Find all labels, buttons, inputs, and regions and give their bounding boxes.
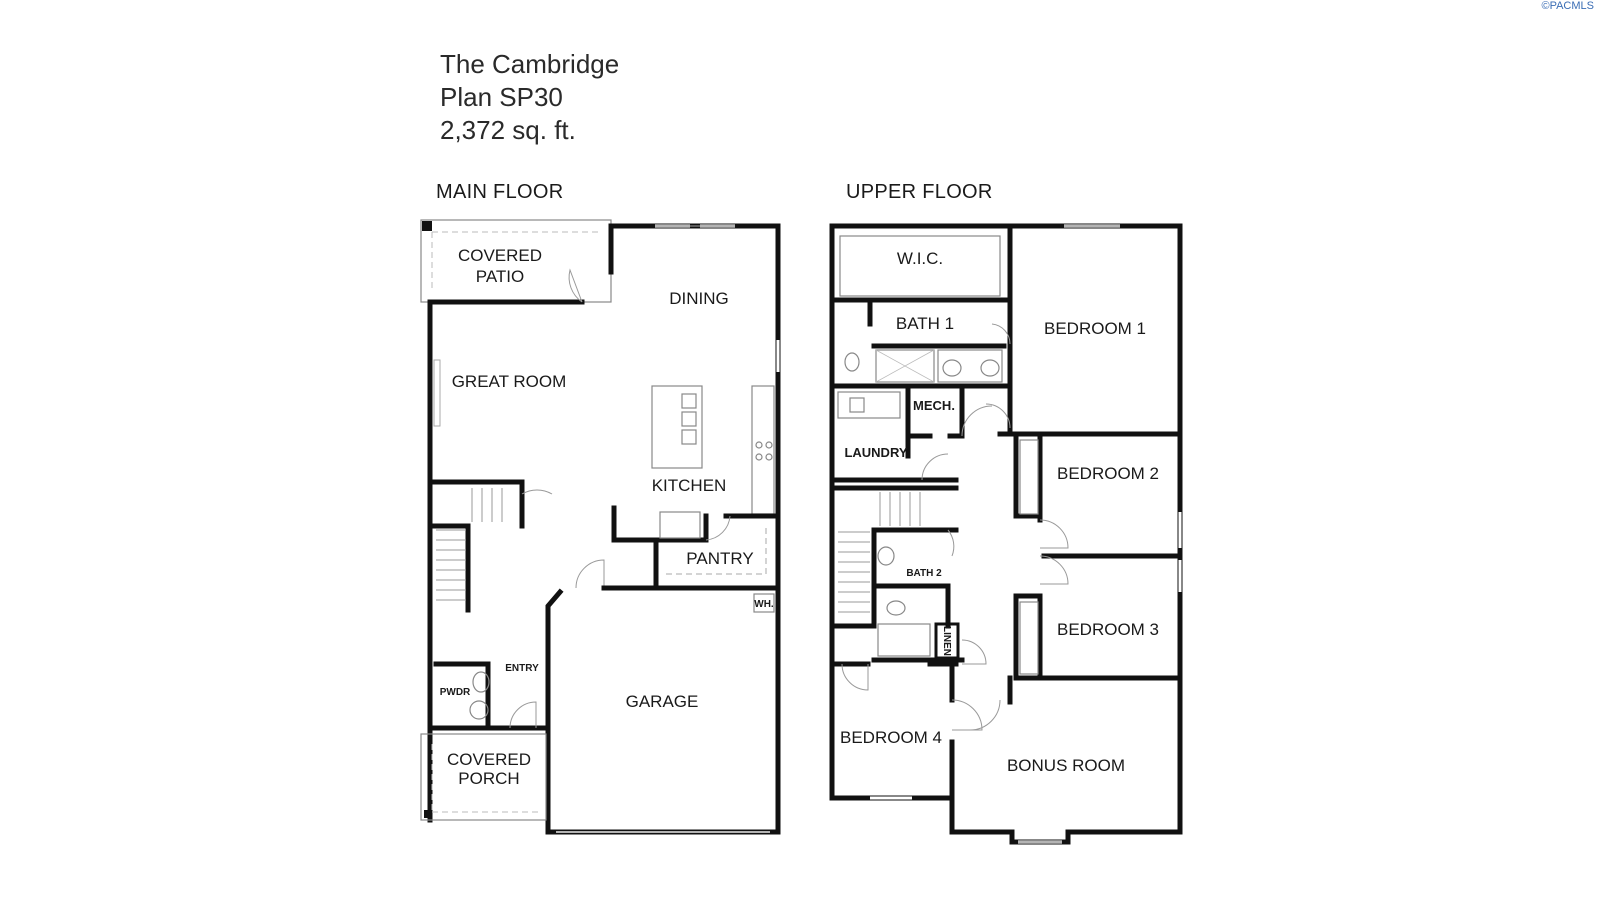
label-bath-1: BATH 1 [896, 314, 954, 333]
label-wic: W.I.C. [897, 249, 943, 268]
label-bedroom-4: BEDROOM 4 [840, 728, 942, 747]
copyright-watermark: ©PACMLS [1541, 0, 1594, 12]
label-kitchen: KITCHEN [652, 476, 727, 495]
plan-name: The Cambridge [440, 49, 620, 79]
label-covered-porch-line2: PORCH [458, 769, 519, 788]
label-water-heater: WH. [754, 599, 774, 610]
label-great-room: GREAT ROOM [452, 372, 567, 391]
label-bath-2: BATH 2 [906, 568, 942, 579]
label-laundry: LAUNDRY [844, 445, 907, 460]
label-pwdr: PWDR [440, 687, 471, 698]
label-covered-patio-line1: COVERED [458, 246, 542, 265]
plan-number: Plan SP30 [440, 82, 563, 112]
label-bedroom-2: BEDROOM 2 [1057, 464, 1159, 483]
label-linen: LINEN [941, 626, 952, 656]
label-bedroom-3: BEDROOM 3 [1057, 620, 1159, 639]
label-covered-porch-line1: COVERED [447, 750, 531, 769]
label-garage: GARAGE [626, 692, 699, 711]
covered-porch-outline [420, 733, 547, 821]
plan-title-block: The Cambridge Plan SP30 2,372 sq. ft. [440, 48, 619, 147]
label-entry: ENTRY [505, 663, 539, 674]
label-covered-patio-line2: PATIO [476, 267, 525, 286]
label-dining: DINING [669, 289, 729, 308]
label-bedroom-1: BEDROOM 1 [1044, 319, 1146, 338]
label-mech: MECH. [913, 398, 955, 413]
plan-area: 2,372 sq. ft. [440, 115, 576, 145]
label-pantry: PANTRY [686, 549, 753, 568]
upper-floor-plan: W.I.C. BATH 1 BEDROOM 1 MECH. LAUNDRY BE… [829, 223, 1183, 845]
main-floor-plan: COVERED PATIO DINING GREAT ROOM KITCHEN … [420, 219, 781, 835]
kitchen-island [651, 385, 703, 469]
main-floor-heading: MAIN FLOOR [436, 181, 564, 203]
label-bonus-room: BONUS ROOM [1007, 756, 1125, 775]
upper-floor-heading: UPPER FLOOR [846, 181, 993, 203]
